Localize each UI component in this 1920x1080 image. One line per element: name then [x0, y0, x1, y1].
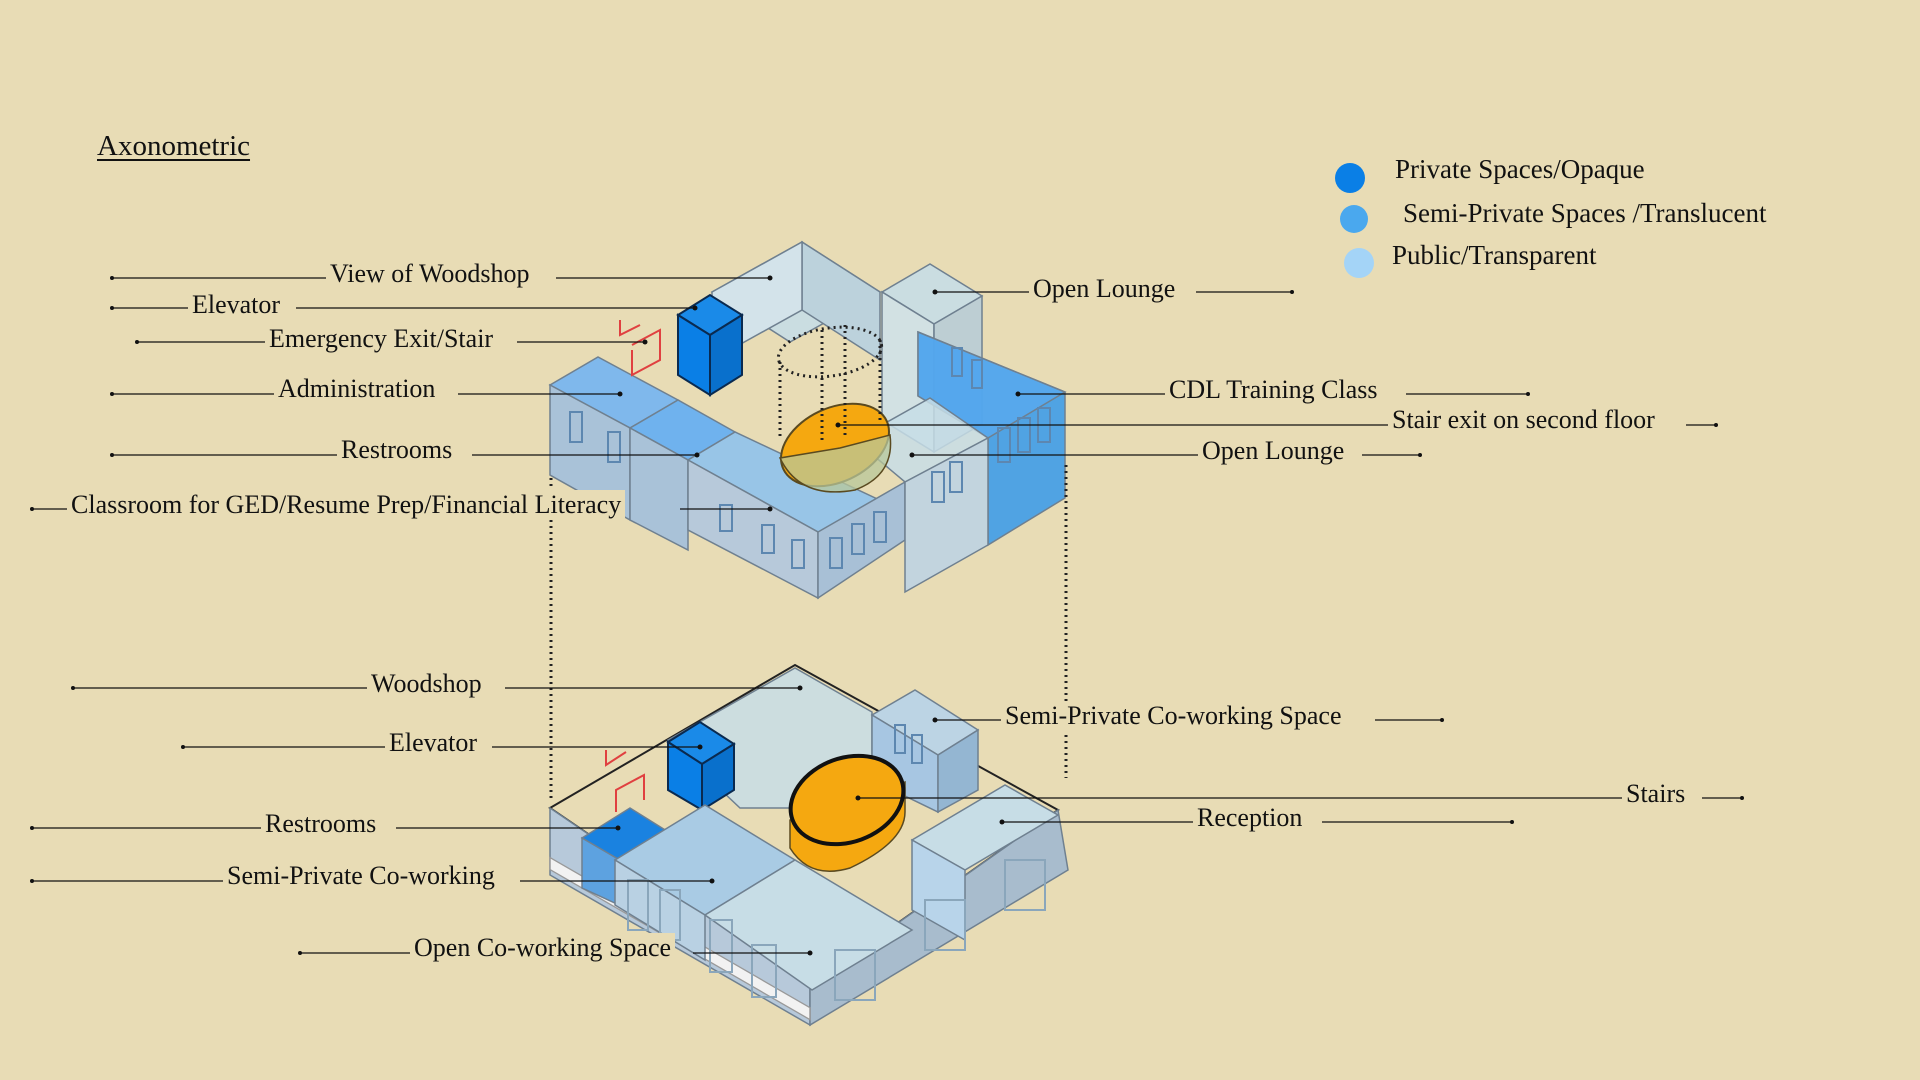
label-stairs: Stairs: [1622, 779, 1690, 809]
label-elevator-ground: Elevator: [385, 728, 482, 758]
ground-floor-model: [548, 663, 1069, 1027]
label-open-co-working-space: Open Co-working Space: [410, 933, 676, 963]
legend-label-public: Public/Transparent: [1392, 240, 1597, 270]
label-classroom: Classroom for GED/Resume Prep/Financial …: [67, 490, 626, 520]
label-semi-private-co-working: Semi-Private Co-working: [223, 861, 499, 891]
label-view-of-woodshop: View of Woodshop: [326, 259, 534, 289]
label-restrooms-upper: Restrooms: [337, 435, 457, 465]
upper-floor-model: [548, 240, 1067, 600]
label-cdl-training-class: CDL Training Class: [1165, 375, 1382, 405]
label-reception: Reception: [1193, 803, 1307, 833]
label-open-lounge-middle: Open Lounge: [1198, 436, 1349, 466]
floor-connectors: [549, 465, 1068, 800]
label-administration: Administration: [274, 374, 440, 404]
legend-label-private: Private Spaces/Opaque: [1395, 154, 1645, 184]
label-woodshop: Woodshop: [367, 669, 486, 699]
legend-dot-public: [1344, 248, 1374, 278]
page-title: Axonometric: [97, 130, 251, 162]
label-elevator-upper: Elevator: [188, 290, 285, 320]
label-semi-private-co-working-space: Semi-Private Co-working Space: [1001, 701, 1346, 731]
label-emergency-exit-stair: Emergency Exit/Stair: [265, 324, 498, 354]
leader-lines: [32, 277, 1742, 954]
legend-dot-private: [1335, 163, 1365, 193]
label-stair-exit-second-floor: Stair exit on second floor: [1388, 405, 1659, 435]
label-restrooms-ground: Restrooms: [261, 809, 381, 839]
legend-label-semi-private: Semi-Private Spaces /Translucent: [1403, 198, 1767, 228]
leader-dots: [30, 275, 1744, 956]
label-open-lounge-top: Open Lounge: [1029, 274, 1180, 304]
legend-dot-semi-private: [1340, 205, 1368, 233]
